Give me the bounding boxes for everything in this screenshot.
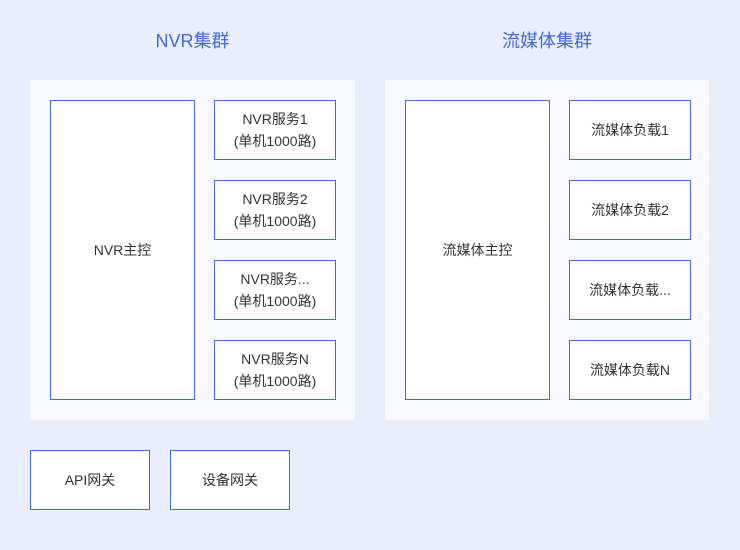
nvr-cluster-panel: NVR主控 NVR服务1 (单机1000路) NVR服务2 (单机1000路) …: [30, 80, 355, 420]
node-label-line1: NVR服务1: [242, 111, 308, 127]
nvr-master-node: NVR主控: [50, 100, 195, 400]
nvr-service-node-ellipsis: NVR服务... (单机1000路): [214, 260, 336, 320]
media-master-label: 流媒体主控: [442, 242, 513, 258]
api-gateway-label: API网关: [64, 472, 116, 488]
media-load-node-2: 流媒体负载2: [569, 180, 691, 240]
node-label-line2: (单机1000路): [233, 133, 317, 149]
media-load-node-ellipsis: 流媒体负载...: [569, 260, 691, 320]
node-label-line1: NVR服务2: [242, 191, 308, 207]
node-label-line1: 流媒体负载2: [591, 202, 669, 218]
nvr-cluster-title: NVR集群: [155, 31, 230, 51]
node-label-line2: (单机1000路): [233, 293, 317, 309]
node-label-line1: NVR服务N: [241, 351, 309, 367]
node-label-line1: NVR服务...: [240, 271, 310, 287]
node-label-line1: 流媒体负载...: [589, 282, 671, 298]
media-cluster-panel: 流媒体主控 流媒体负载1 流媒体负载2 流媒体负载... 流媒体负载N: [385, 80, 709, 420]
device-gateway-label: 设备网关: [202, 472, 258, 488]
node-label-line2: (单机1000路): [233, 213, 317, 229]
node-label-line2: (单机1000路): [233, 373, 317, 389]
api-gateway-node: API网关: [30, 450, 150, 510]
media-load-node-1: 流媒体负载1: [569, 100, 691, 160]
media-load-node-n: 流媒体负载N: [569, 340, 691, 400]
device-gateway-node: 设备网关: [170, 450, 290, 510]
nvr-service-node-n: NVR服务N (单机1000路): [214, 340, 336, 400]
nvr-master-label: NVR主控: [93, 242, 152, 258]
nvr-service-node-1: NVR服务1 (单机1000路): [214, 100, 336, 160]
node-label-line1: 流媒体负载1: [591, 122, 669, 138]
node-label-line1: 流媒体负载N: [589, 362, 671, 378]
media-cluster-title: 流媒体集群: [502, 31, 592, 51]
nvr-service-node-2: NVR服务2 (单机1000路): [214, 180, 336, 240]
media-master-node: 流媒体主控: [405, 100, 550, 400]
